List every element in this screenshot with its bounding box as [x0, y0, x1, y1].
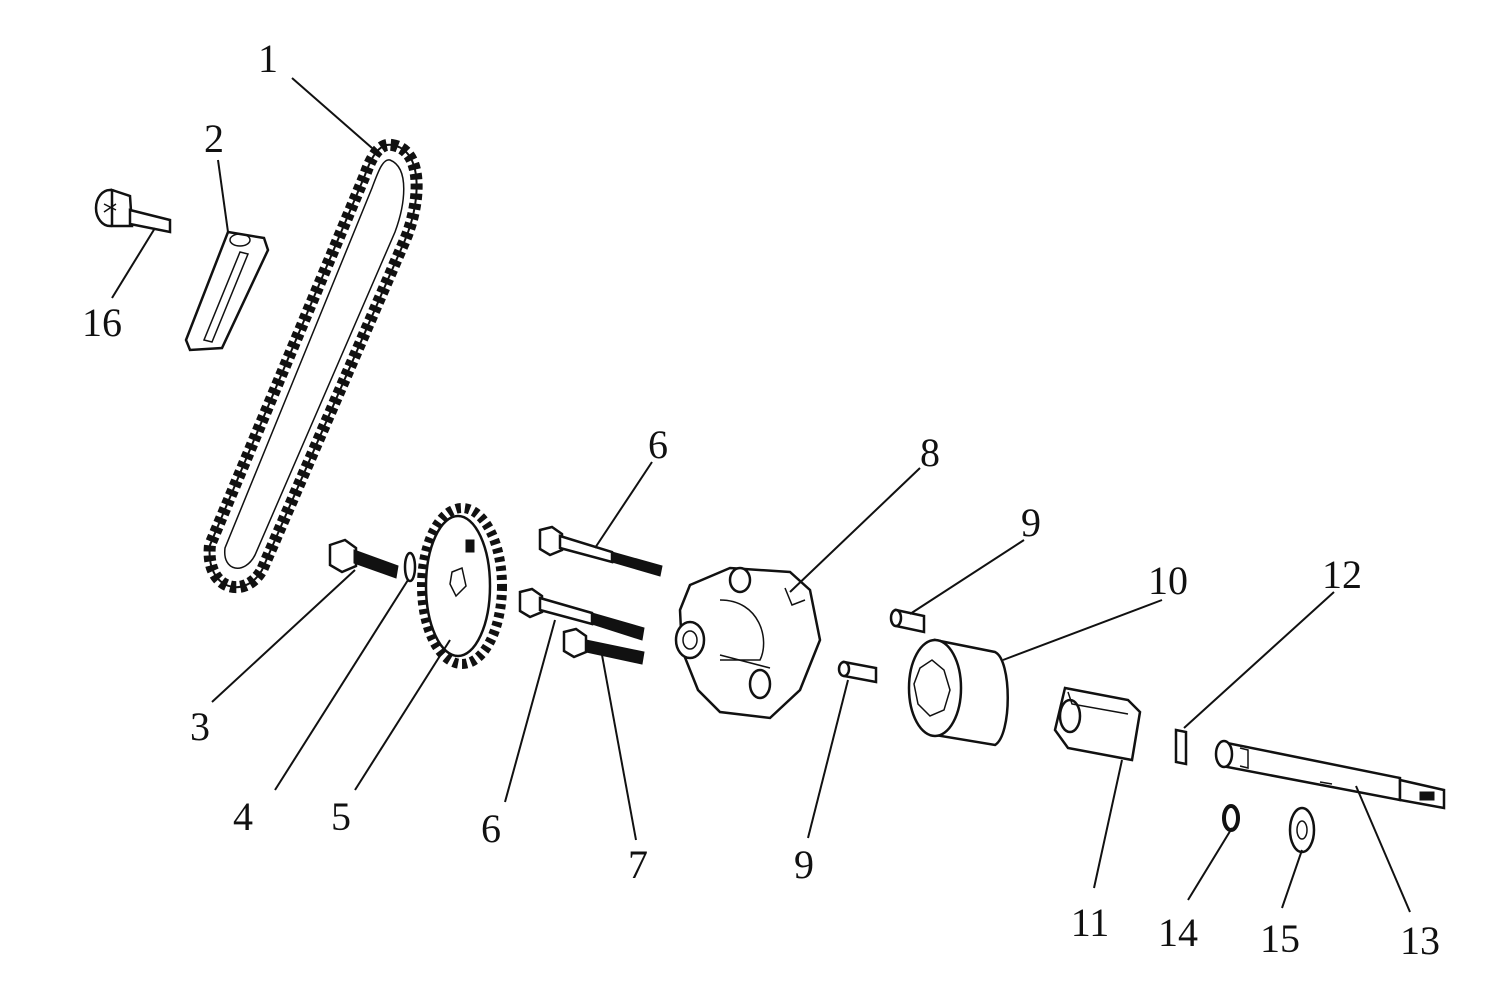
callout-16: 16 — [82, 300, 122, 345]
callout-4: 4 — [233, 794, 253, 839]
washer-small — [403, 551, 417, 583]
pump-shaft — [1214, 739, 1446, 810]
pump-sprocket — [417, 503, 507, 669]
callout-13: 13 — [1400, 918, 1440, 963]
callout-1: 1 — [258, 36, 278, 81]
timing-chain — [203, 138, 423, 594]
callout-5: 5 — [331, 794, 351, 839]
dowel-pin-upper — [889, 608, 926, 634]
drive-pin — [1174, 728, 1188, 766]
callout-12: 12 — [1322, 552, 1362, 597]
callout-10: 10 — [1148, 558, 1188, 603]
callout-11: 11 — [1071, 900, 1110, 945]
callout-6b: 6 — [481, 806, 501, 851]
callout-6a: 6 — [648, 422, 668, 467]
callout-labels: 1 2 16 3 4 5 6 6 7 8 9 9 10 11 12 13 14 … — [82, 36, 1440, 963]
oil-pump-body — [674, 566, 822, 720]
thrust-washer — [1288, 806, 1316, 854]
callout-8: 8 — [920, 430, 940, 475]
leader-lines — [111, 77, 1411, 913]
pump-bolt-short — [562, 627, 645, 665]
callout-2: 2 — [204, 116, 224, 161]
circlip — [1222, 804, 1240, 832]
pump-bolt-middle — [518, 587, 645, 641]
callout-15: 15 — [1260, 916, 1300, 961]
callout-9a: 9 — [1021, 500, 1041, 545]
guide-bolt — [94, 188, 172, 234]
inner-rotor — [1053, 686, 1142, 762]
callout-7: 7 — [628, 842, 648, 887]
pump-bolt-upper — [538, 525, 663, 577]
outer-rotor — [907, 638, 1009, 747]
callout-9b: 9 — [794, 842, 814, 887]
callout-3: 3 — [190, 704, 210, 749]
sprocket-bolt — [328, 538, 399, 579]
chain-guide — [184, 230, 270, 352]
dowel-pin-lower — [837, 660, 878, 684]
callout-14: 14 — [1158, 910, 1198, 955]
